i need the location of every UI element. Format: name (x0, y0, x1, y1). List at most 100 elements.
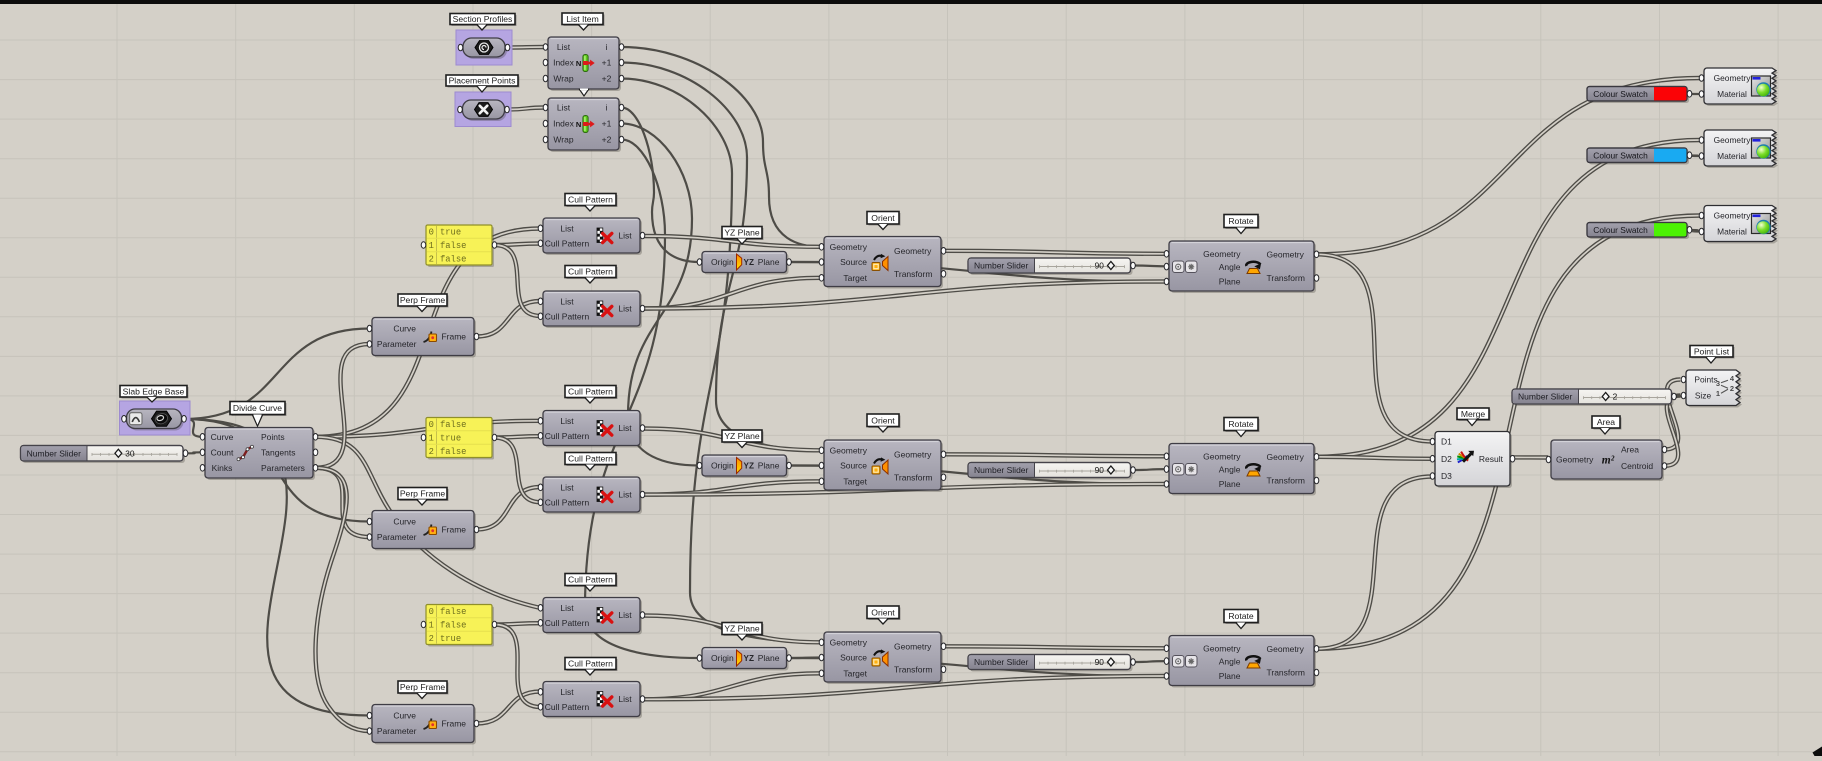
svg-text:Origin: Origin (711, 461, 734, 471)
svg-text:YZ Plane: YZ Plane (724, 624, 760, 634)
svg-text:Cull Pattern: Cull Pattern (568, 575, 613, 585)
svg-text:Geometry: Geometry (1267, 250, 1305, 260)
svg-text:Transform: Transform (1267, 668, 1305, 678)
svg-text:Area: Area (1597, 417, 1615, 427)
svg-text:Cull Pattern: Cull Pattern (568, 454, 613, 464)
svg-text:Target: Target (843, 273, 867, 283)
svg-text:Geometry: Geometry (1267, 644, 1305, 654)
svg-text:1: 1 (429, 434, 434, 444)
svg-text:false: false (440, 254, 466, 264)
svg-text:Plane: Plane (758, 461, 780, 471)
svg-text:Slab Edge Base: Slab Edge Base (123, 386, 185, 396)
svg-text:Curve: Curve (393, 711, 416, 721)
svg-text:Material: Material (1717, 227, 1747, 237)
svg-text:Cull Pattern: Cull Pattern (568, 195, 613, 205)
svg-text:Geometry: Geometry (1714, 73, 1752, 83)
svg-text:Curve: Curve (211, 432, 234, 442)
svg-text:Number Slider: Number Slider (27, 448, 81, 458)
svg-text:true: true (440, 434, 461, 444)
svg-text:Transform: Transform (894, 473, 932, 483)
svg-text:1: 1 (1716, 389, 1720, 398)
svg-text:Cull Pattern: Cull Pattern (545, 498, 590, 508)
svg-text:List: List (618, 423, 632, 433)
svg-text:Rotate: Rotate (1228, 419, 1254, 429)
svg-text:Placement Points: Placement Points (449, 76, 516, 86)
svg-text:Material: Material (1717, 151, 1747, 161)
svg-text:Cull Pattern: Cull Pattern (545, 618, 590, 628)
svg-text:List: List (560, 483, 574, 493)
svg-text:Cull Pattern: Cull Pattern (568, 267, 613, 277)
svg-text:Wrap: Wrap (553, 135, 573, 145)
svg-text:2: 2 (1730, 384, 1734, 393)
svg-text:90: 90 (1095, 465, 1105, 475)
svg-text:Geometry: Geometry (830, 242, 868, 252)
svg-text:+2: +2 (602, 135, 612, 145)
svg-text:i: i (606, 42, 608, 52)
svg-text:Size: Size (1695, 391, 1712, 401)
svg-text:90: 90 (1095, 657, 1105, 667)
svg-text:Perp Frame: Perp Frame (400, 295, 446, 305)
svg-text:Area: Area (1621, 445, 1639, 455)
svg-text:Geometry: Geometry (830, 446, 868, 456)
svg-text:List: List (618, 490, 632, 500)
svg-text:N: N (576, 59, 581, 68)
svg-text:Result: Result (1479, 454, 1504, 464)
svg-text:Geometry: Geometry (1203, 452, 1241, 462)
svg-text:Geometry: Geometry (830, 638, 868, 648)
svg-text:Origin: Origin (711, 653, 734, 663)
svg-text:2: 2 (429, 447, 434, 457)
svg-text:2: 2 (429, 254, 434, 264)
svg-text:Number Slider: Number Slider (974, 261, 1028, 271)
svg-text:Angle: Angle (1219, 464, 1241, 474)
svg-text:Geometry: Geometry (894, 246, 932, 256)
svg-text:Geometry: Geometry (894, 450, 932, 460)
svg-text:Wrap: Wrap (553, 74, 573, 84)
svg-text:Rotate: Rotate (1228, 216, 1254, 226)
svg-text:false: false (440, 420, 466, 430)
svg-text:Target: Target (843, 477, 867, 487)
svg-text:Plane: Plane (1219, 479, 1241, 489)
svg-text:Geometry: Geometry (1203, 249, 1241, 259)
svg-text:m²: m² (1602, 455, 1615, 467)
svg-text:Cull Pattern: Cull Pattern (545, 312, 590, 322)
svg-text:Transform: Transform (894, 269, 932, 279)
svg-text:Plane: Plane (758, 653, 780, 663)
svg-text:+1: +1 (602, 58, 612, 68)
svg-text:Count: Count (211, 448, 234, 458)
svg-text:Cull Pattern: Cull Pattern (545, 702, 590, 712)
svg-text:Kinks: Kinks (212, 463, 233, 473)
svg-text:List: List (557, 42, 571, 52)
svg-text:YZ: YZ (744, 462, 754, 471)
svg-text:3: 3 (1716, 379, 1720, 388)
svg-text:Transform: Transform (1267, 273, 1305, 283)
svg-text:Divide Curve: Divide Curve (233, 403, 282, 413)
svg-text:Merge: Merge (1461, 409, 1486, 419)
svg-text:Cull Pattern: Cull Pattern (545, 239, 590, 249)
svg-text:Target: Target (843, 669, 867, 679)
svg-text:D1: D1 (1441, 437, 1452, 447)
svg-text:Perp Frame: Perp Frame (400, 682, 446, 692)
svg-text:Transform: Transform (1267, 476, 1305, 486)
svg-text:YZ Plane: YZ Plane (724, 228, 760, 238)
svg-text:Curve: Curve (393, 517, 416, 527)
svg-text:Geometry: Geometry (1714, 211, 1752, 221)
svg-text:false: false (440, 607, 466, 617)
svg-text:List: List (557, 103, 571, 113)
svg-text:D2: D2 (1441, 454, 1452, 464)
svg-text:Points: Points (1694, 375, 1717, 385)
svg-text:Point List: Point List (1694, 346, 1730, 356)
svg-text:Parameter: Parameter (377, 339, 417, 349)
svg-text:YZ Plane: YZ Plane (724, 431, 760, 441)
svg-text:Frame: Frame (441, 719, 466, 729)
svg-text:List: List (560, 297, 574, 307)
svg-text:Orient: Orient (871, 608, 895, 618)
svg-text:0: 0 (429, 607, 434, 617)
svg-text:Colour Swatch: Colour Swatch (1593, 89, 1648, 99)
svg-text:Plane: Plane (1219, 671, 1241, 681)
svg-text:Cull Pattern: Cull Pattern (545, 431, 590, 441)
svg-text:List: List (618, 694, 632, 704)
svg-text:List: List (618, 231, 632, 241)
svg-text:true: true (440, 228, 461, 238)
svg-text:Plane: Plane (758, 257, 780, 267)
svg-text:Tangents: Tangents (261, 448, 296, 458)
